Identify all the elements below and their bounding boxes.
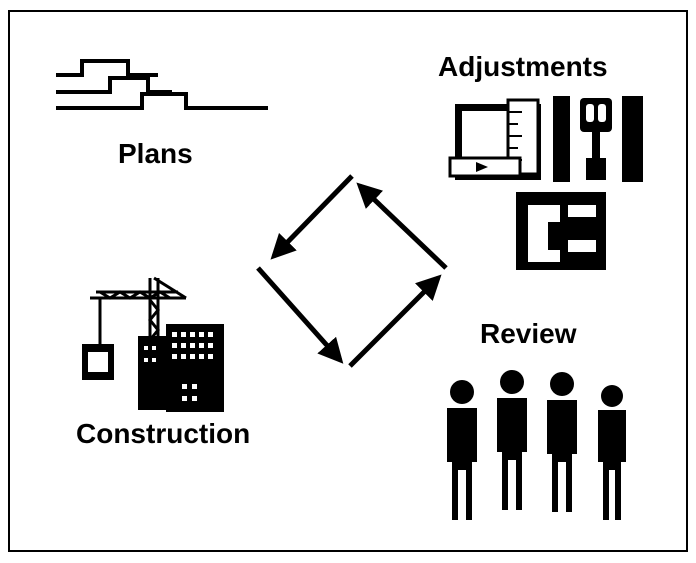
- arrow-review-to-adjustments: [356, 182, 448, 270]
- cycle-arrows: [256, 174, 448, 368]
- arrow-construction-to-review: [348, 274, 442, 368]
- construction-label: Construction: [76, 418, 251, 449]
- person-icon: [547, 372, 577, 512]
- arrow-adjustments-to-plans: [270, 174, 354, 260]
- construction-icon: [82, 276, 224, 412]
- person-icon: [447, 380, 477, 520]
- review-icon: [447, 370, 626, 520]
- plans-icon: [56, 59, 268, 110]
- adjustments-icon: [448, 96, 643, 270]
- review-label: Review: [480, 318, 577, 349]
- adjustments-label: Adjustments: [438, 51, 608, 82]
- arrow-plans-to-construction: [256, 266, 344, 364]
- person-icon: [497, 370, 527, 510]
- diagram-frame: [8, 10, 688, 552]
- person-icon: [598, 385, 626, 520]
- plans-label: Plans: [118, 138, 193, 169]
